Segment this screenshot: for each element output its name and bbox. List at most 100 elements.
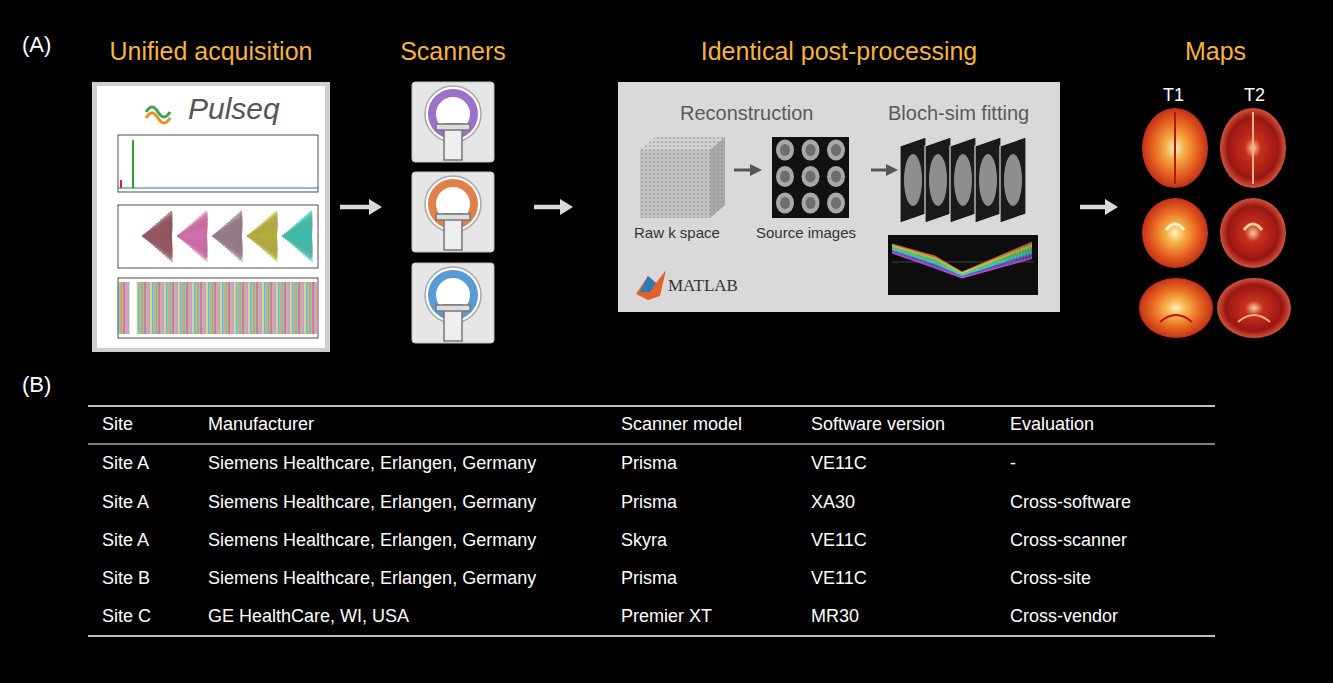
gradient-plot — [207, 282, 208, 334]
gradient-plot — [128, 282, 129, 334]
gradient-plot — [296, 282, 297, 334]
gradient-plot — [309, 282, 310, 334]
gradient-plot — [217, 282, 218, 334]
gradient-plot — [287, 282, 288, 334]
processing-panel — [710, 137, 725, 218]
gradient-plot — [281, 282, 282, 334]
gradient-plot — [169, 282, 170, 334]
processing-panel — [640, 150, 710, 218]
map-label: T1 — [1163, 85, 1184, 107]
pulseq-panel — [97, 86, 325, 348]
source-images — [776, 193, 794, 214]
gradient-plot — [261, 282, 262, 334]
table-header: Evaluation — [1010, 414, 1094, 436]
source-images — [831, 171, 841, 183]
table-cell: Prisma — [621, 568, 677, 590]
brain-maps — [1142, 108, 1208, 188]
gradient-plot — [204, 282, 205, 334]
gradient-plot — [156, 282, 157, 334]
gradient-plot — [158, 282, 159, 334]
arrow-head — [560, 199, 573, 215]
gradient-plot — [120, 282, 121, 334]
scanner-icon — [432, 93, 474, 135]
gradient-plot — [175, 282, 176, 334]
gradient-plot — [126, 282, 127, 334]
gradient-plot — [214, 282, 215, 334]
column-heading: Identical post-processing — [701, 36, 978, 66]
arrow-shaft — [340, 205, 370, 210]
gradient-plot — [254, 282, 255, 334]
gradient-plot — [184, 282, 185, 334]
gradient-plot — [119, 282, 120, 334]
brain-maps — [1220, 198, 1286, 268]
table-rules — [88, 405, 1215, 407]
source-images — [806, 144, 816, 156]
gradient-plot — [236, 282, 237, 334]
gradient-plot — [198, 282, 199, 334]
table-cell: Prisma — [621, 492, 677, 514]
table-cell: Skyra — [621, 530, 667, 552]
gradient-plot — [189, 282, 190, 334]
gradient-plot — [212, 282, 213, 334]
gradient-plot — [194, 282, 195, 334]
gradient-plot — [239, 282, 240, 334]
panel-label: (A) — [22, 32, 51, 58]
gradient-plot — [247, 211, 277, 262]
gradient-plot — [250, 282, 251, 334]
table-cell: VE11C — [811, 453, 867, 475]
gradient-plot — [124, 282, 125, 334]
brain-maps — [1139, 108, 1291, 338]
gradient-plot — [295, 282, 296, 334]
source-images — [831, 144, 841, 156]
gradient-plot — [205, 282, 206, 334]
gradient-plot — [278, 282, 279, 334]
gradient-plot — [316, 282, 317, 334]
gradient-plot — [201, 282, 202, 334]
arrow-shaft — [1080, 205, 1106, 210]
gradient-plot — [256, 282, 257, 334]
gradient-plot — [294, 282, 295, 334]
gradient-plot — [179, 282, 180, 334]
table-cell: Site A — [102, 530, 149, 552]
gradient-plot — [264, 282, 265, 334]
gradient-plot — [277, 282, 278, 334]
processing-panel — [640, 150, 710, 218]
flow-arrow — [340, 199, 382, 215]
gradient-plot — [142, 282, 143, 334]
gradient-plot — [224, 282, 225, 334]
brain-maps — [1238, 315, 1270, 322]
table-cell: Siemens Healthcare, Erlangen, Germany — [208, 453, 536, 475]
gradient-plot — [275, 282, 276, 334]
pulseq-panel — [118, 135, 318, 192]
table-header: Site — [102, 414, 133, 436]
table-rules — [88, 406, 1215, 636]
pulseq-panel — [146, 113, 170, 123]
gradient-plot — [163, 282, 164, 334]
gradient-plot — [249, 282, 250, 334]
gradient-plot — [172, 282, 173, 334]
fitting-curves — [892, 252, 1032, 277]
scanner-icon — [412, 263, 494, 343]
table-cell: GE HealthCare, WI, USA — [208, 606, 409, 628]
gradient-plot — [312, 282, 313, 334]
gradient-plot — [285, 282, 286, 334]
gradient-plot — [144, 282, 145, 334]
table-cell: MR30 — [811, 606, 859, 628]
processing-panel — [772, 137, 849, 218]
brain-maps — [1174, 112, 1176, 184]
fitting-slices — [975, 137, 1001, 223]
gradient-plot — [235, 282, 236, 334]
gradient-plot — [141, 282, 142, 334]
gradient-plot — [155, 282, 156, 334]
gradient-plot — [212, 211, 242, 262]
gradient-plot — [282, 211, 312, 262]
table-cell: VE11C — [811, 568, 867, 590]
gradient-plot — [119, 282, 316, 334]
column-heading: Unified acquisition — [110, 36, 313, 66]
brain-maps — [1160, 315, 1192, 322]
gradient-plot — [308, 282, 309, 334]
fitting-slices — [904, 154, 922, 206]
source-images — [802, 193, 820, 214]
scanner-icon — [412, 172, 494, 252]
panel-label: (B) — [22, 372, 51, 398]
